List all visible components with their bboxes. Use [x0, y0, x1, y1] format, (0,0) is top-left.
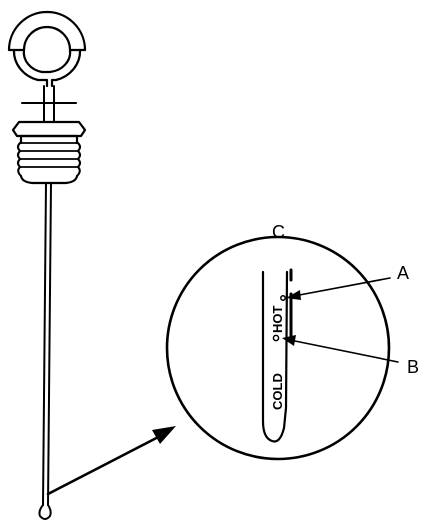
handle-ring-inner: [22, 48, 72, 74]
detail-pointer-arrow: [46, 426, 176, 496]
lower-hole: [272, 334, 280, 342]
callout-label-b: B: [407, 357, 419, 377]
plug-bottom: [19, 174, 79, 185]
handle-ring-outer-right: [50, 48, 82, 88]
cold-label: COLD: [270, 373, 285, 410]
plug-cap: [11, 120, 87, 138]
pointer-arrow-line: [46, 430, 170, 496]
leader-a-arrowhead: [286, 290, 301, 300]
dipstick-shaft: [38, 182, 52, 520]
callout-label-c: C: [272, 222, 285, 242]
upper-hole: [280, 295, 286, 301]
callout-label-a: A: [397, 263, 409, 283]
plug-collar: [19, 134, 79, 145]
detail-circle: [165, 235, 391, 461]
leader-a-line: [293, 277, 391, 297]
plug-rib-lines: [19, 142, 79, 168]
leader-b-arrowhead: [282, 335, 296, 346]
dipstick-handle: [7, 10, 87, 123]
handle-ring-top: [7, 10, 87, 52]
hot-label: HOT: [270, 306, 285, 334]
leader-b-line: [289, 339, 399, 363]
shaft-line-left: [42, 182, 47, 506]
shaft-line-right: [47, 182, 52, 506]
detail-stick-outline: [261, 270, 289, 443]
detail-view: HOT COLD: [165, 235, 391, 461]
pointer-arrowhead: [152, 426, 176, 444]
shaft-tip: [38, 504, 52, 520]
handle-ring-outer-left: [12, 48, 49, 88]
callout-leaders: [282, 277, 399, 363]
dipstick-plug: [11, 120, 87, 185]
